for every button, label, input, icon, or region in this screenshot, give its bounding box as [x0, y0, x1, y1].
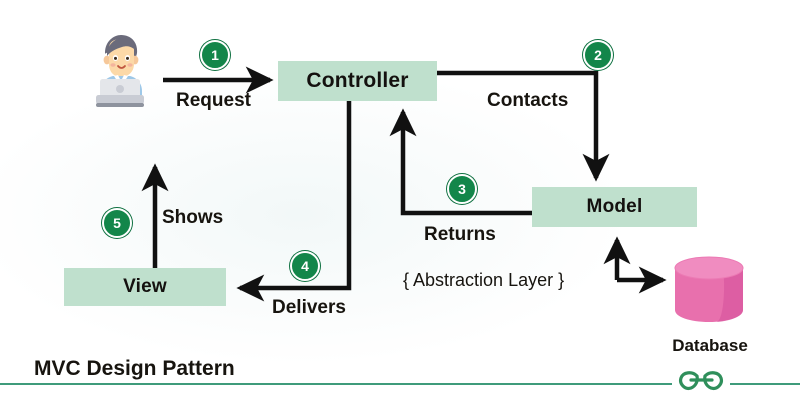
geeksforgeeks-logo-icon — [672, 367, 730, 397]
step-badge-3: 3 — [447, 174, 477, 204]
step-badge-5-label: 5 — [113, 215, 121, 231]
edge-label-delivers: Delivers — [272, 297, 346, 318]
step-badge-5: 5 — [102, 208, 132, 238]
step-badge-1: 1 — [200, 40, 230, 70]
edge-label-contacts: Contacts — [487, 90, 569, 111]
node-view-label: View — [123, 276, 167, 297]
annotation-abstraction-layer: { Abstraction Layer } — [403, 270, 565, 290]
node-model[interactable]: Model — [532, 187, 697, 227]
arrow-delivers — [236, 101, 352, 302]
node-controller[interactable]: Controller — [278, 61, 437, 101]
edge-label-request: Request — [176, 90, 251, 111]
person-with-laptop-icon — [96, 35, 144, 107]
arrow-returns — [389, 108, 532, 216]
edge-label-returns: Returns — [424, 224, 496, 245]
page-title: MVC Design Pattern — [34, 357, 235, 380]
step-badge-2: 2 — [583, 40, 613, 70]
step-badge-4-label: 4 — [301, 258, 309, 274]
step-badge-1-label: 1 — [211, 47, 219, 63]
step-badge-2-label: 2 — [594, 47, 602, 63]
arrow-contacts — [437, 70, 610, 182]
footer-divider — [0, 383, 800, 385]
node-model-label: Model — [586, 196, 643, 217]
node-controller-label: Controller — [306, 69, 409, 92]
database-label: Database — [672, 336, 748, 355]
database-cylinder-icon — [674, 256, 744, 322]
node-view[interactable]: View — [64, 268, 226, 306]
edge-label-shows: Shows — [162, 207, 224, 228]
step-badge-4: 4 — [290, 251, 320, 281]
step-badge-3-label: 3 — [458, 181, 466, 197]
